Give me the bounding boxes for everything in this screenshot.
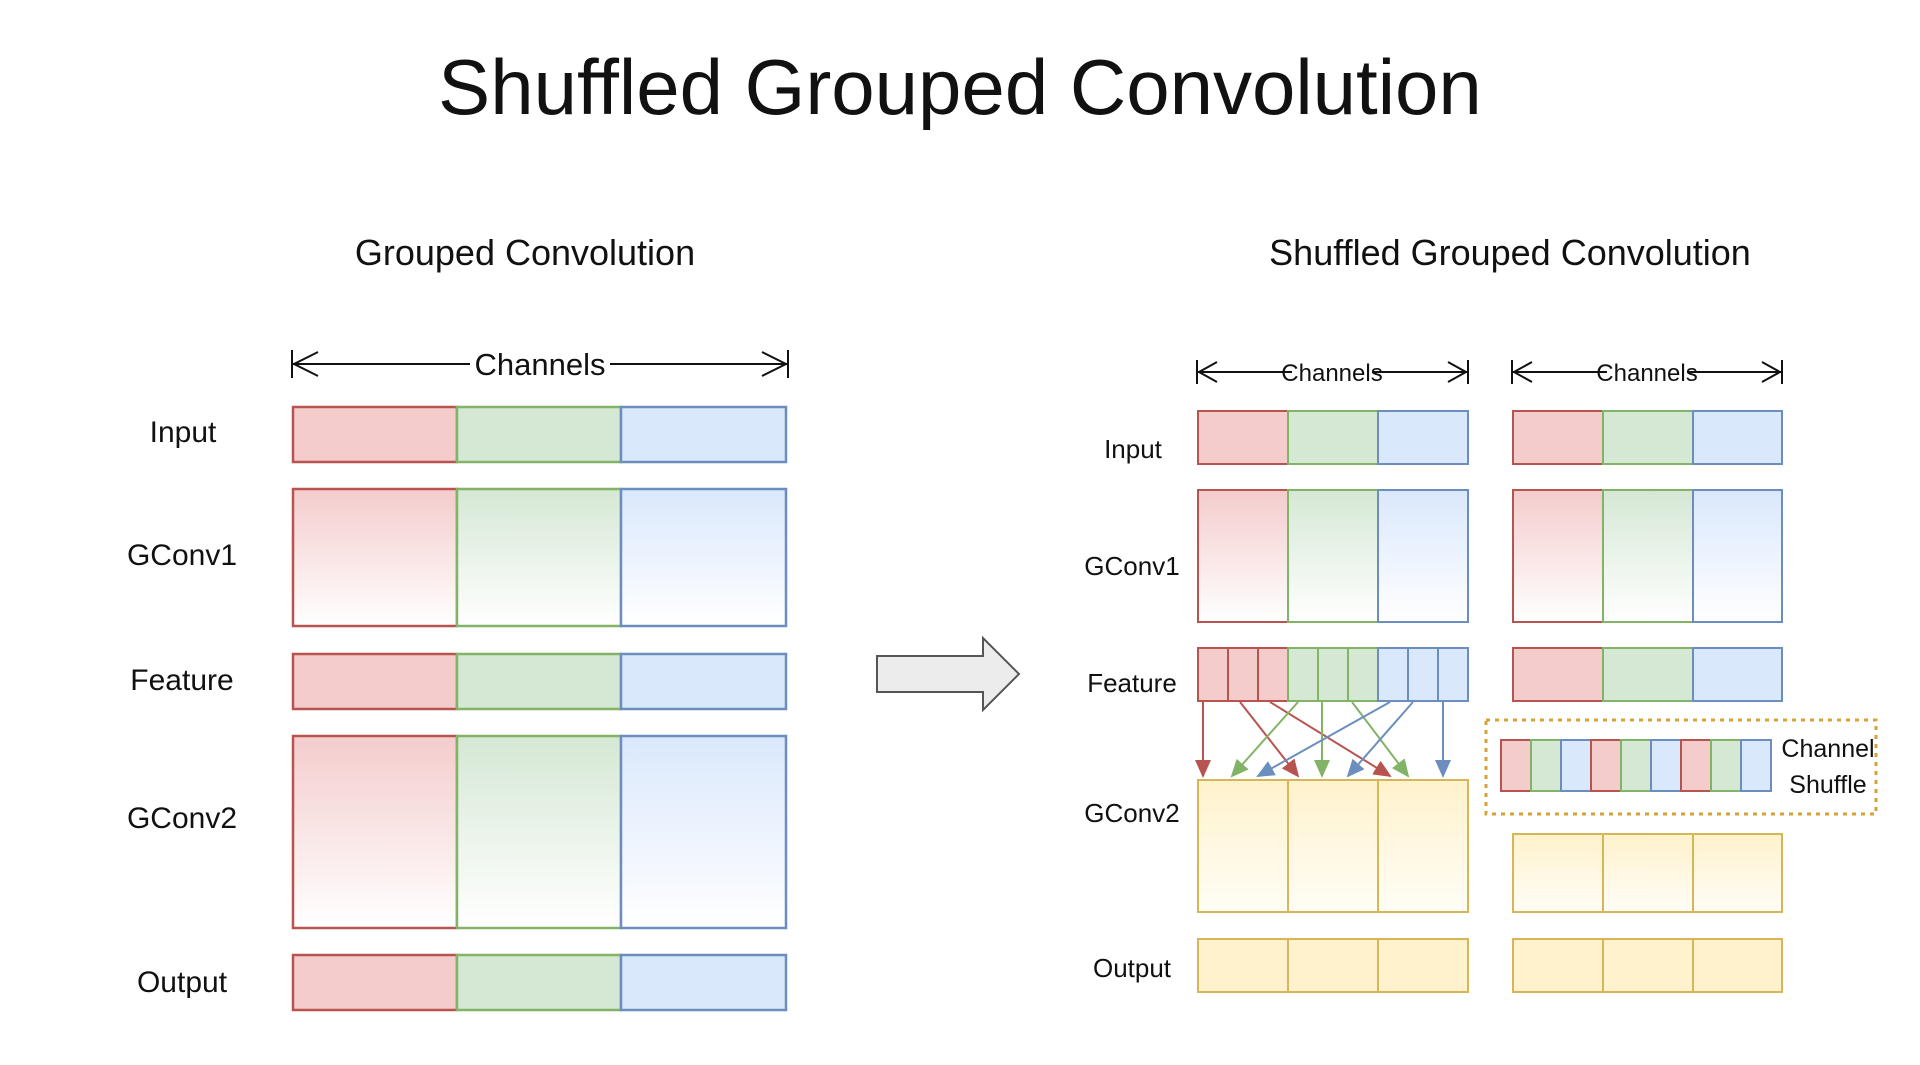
right-a-channels-arrow: Channels xyxy=(1196,360,1469,387)
channel-shuffle-label: Channel Shuffle xyxy=(1781,735,1874,799)
right-a-output-row xyxy=(1197,938,1469,993)
page-title: Shuffled Grouped Convolution xyxy=(438,43,1482,131)
right-b-feature-row xyxy=(1512,647,1783,702)
left-label-gconv1: GConv1 xyxy=(127,539,237,572)
right-arrow-icon xyxy=(876,635,1021,713)
shuffle-arrows xyxy=(1195,701,1451,778)
grouped-convolution-title: Grouped Convolution xyxy=(354,232,696,273)
left-label-gconv2: GConv2 xyxy=(127,802,237,835)
right-b-gconv2-row xyxy=(1512,833,1783,913)
right-b-channels-label: Channels xyxy=(1596,360,1697,387)
left-output-row xyxy=(291,953,788,1012)
channel-shuffle-label-line2: Shuffle xyxy=(1789,771,1866,799)
right-b-input-row xyxy=(1512,410,1783,465)
left-feature-row xyxy=(291,652,788,711)
channel-shuffle-row xyxy=(1500,739,1772,792)
right-a-feature-row xyxy=(1197,647,1469,702)
right-row-labels: Input GConv1 Feature GConv2 Output xyxy=(1084,434,1179,983)
right-label-feature: Feature xyxy=(1087,668,1177,698)
right-label-gconv1: GConv1 xyxy=(1084,551,1179,581)
right-a-gconv1-row xyxy=(1197,489,1469,623)
left-label-input: Input xyxy=(150,416,217,449)
left-label-output: Output xyxy=(137,966,228,999)
right-a-gconv2-row xyxy=(1197,779,1469,913)
right-a-channels-label: Channels xyxy=(1281,360,1382,387)
left-channels-label: Channels xyxy=(475,347,606,382)
left-gconv2-row xyxy=(291,734,788,930)
right-b-gconv1-row xyxy=(1512,489,1783,623)
left-row-labels: Input GConv1 Feature GConv2 Output xyxy=(127,416,237,999)
left-channels-arrow: Channels xyxy=(291,347,789,382)
channel-shuffle-label-line1: Channel xyxy=(1781,735,1874,763)
left-gconv1-row xyxy=(291,487,788,628)
right-b-output-row xyxy=(1512,938,1783,993)
right-label-input: Input xyxy=(1104,434,1163,464)
left-input-row xyxy=(291,405,788,464)
left-label-feature: Feature xyxy=(130,664,233,697)
right-label-gconv2: GConv2 xyxy=(1084,798,1179,828)
shuffled-grouped-convolution-title: Shuffled Grouped Convolution xyxy=(1269,232,1751,273)
channel-shuffle-box xyxy=(1484,718,1878,816)
right-label-output: Output xyxy=(1093,953,1172,983)
right-a-input-row xyxy=(1197,410,1469,465)
right-b-channels-arrow: Channels xyxy=(1511,360,1783,387)
